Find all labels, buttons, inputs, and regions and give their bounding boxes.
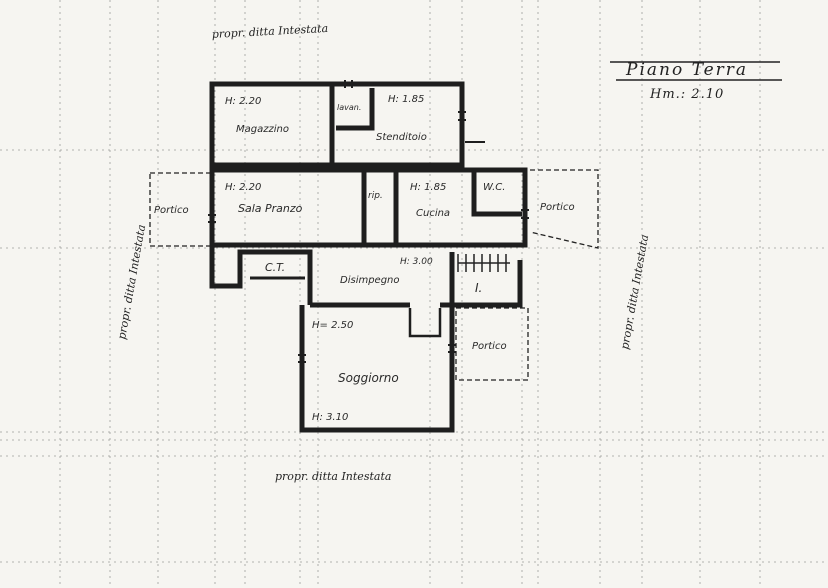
magazzino-label: Magazzino [236, 124, 289, 135]
portico-right-label: Portico [540, 202, 575, 213]
boundary-bottom: propr. ditta Intestata [275, 470, 391, 483]
cucina-height: H: 1.85 [410, 182, 446, 193]
soggiorno-height-top: H= 2.50 [312, 320, 353, 331]
stair-mark: I. [475, 281, 482, 295]
stenditoio-label: Stenditoio [376, 132, 427, 143]
portico-left-label: Portico [154, 205, 189, 216]
floor-title: Piano Terra [625, 60, 748, 80]
window-marks [208, 80, 529, 363]
ct-label: C.T. [265, 261, 285, 274]
stairs [457, 254, 510, 272]
portico-right-outline [529, 169, 599, 249]
height-note: Hm.: 2.10 [649, 87, 724, 102]
room-labels: H: 2.20 Magazzino lavan. H: 1.85 Stendit… [154, 94, 575, 423]
lavanderia-label: lavan. [337, 103, 361, 112]
soggiorno-label: Soggiorno [338, 371, 399, 385]
boundary-left: propr. ditta Intestata [115, 224, 148, 341]
soggiorno-height-bottom: H: 3.10 [312, 412, 348, 423]
cucina-label: Cucina [416, 208, 450, 219]
magazzino-height: H: 2.20 [225, 96, 261, 107]
disimpegno-height: H: 3.00 [400, 257, 433, 267]
sala-pranzo-height: H: 2.20 [225, 182, 261, 193]
disimpegno-label: Disimpegno [340, 275, 400, 286]
title-block: Piano Terra Hm.: 2.10 [610, 60, 782, 102]
boundary-right: propr. ditta Intestata [618, 234, 651, 351]
portico-front-label: Portico [472, 341, 507, 352]
boundary-top: propr. ditta Intestata [211, 22, 328, 41]
ripostiglio-label: rip. [368, 191, 383, 201]
walls [209, 81, 528, 433]
sala-pranzo-label: Sala Pranzo [238, 202, 303, 215]
stenditoio-height: H: 1.85 [388, 94, 424, 105]
wc-label: W.C. [483, 182, 505, 193]
